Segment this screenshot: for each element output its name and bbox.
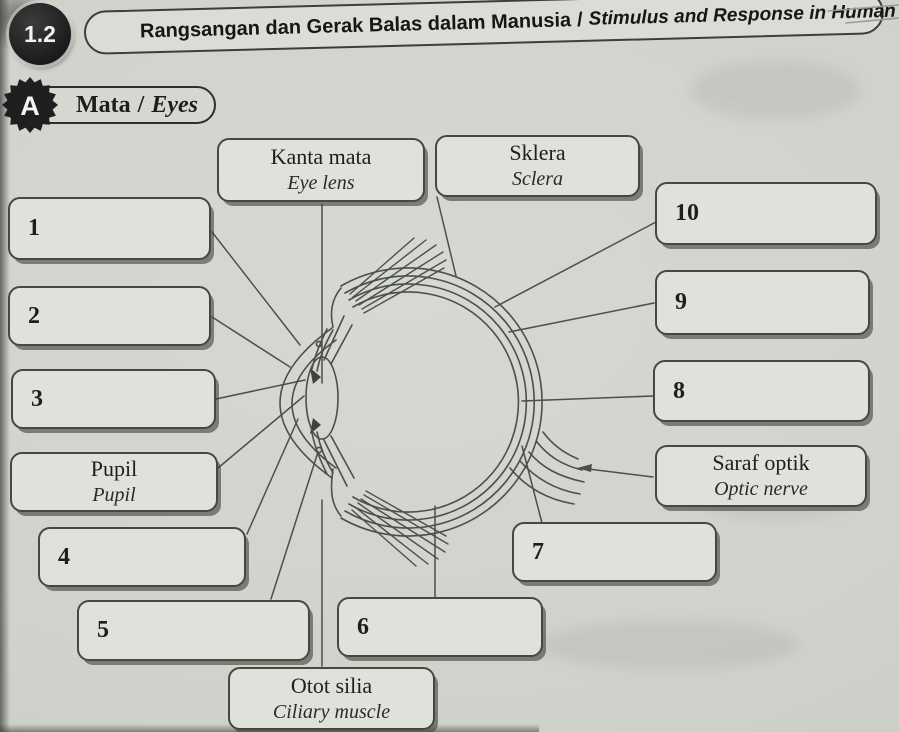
- iris-lower-flap: [311, 431, 334, 475]
- label-ciliary-muscle-english: Ciliary muscle: [272, 700, 391, 723]
- answer-box-2[interactable]: 2: [8, 286, 211, 346]
- leader-line-1: [211, 231, 301, 346]
- ciliary-muscle-fan-bottom: [351, 490, 449, 567]
- answer-box-6-number: 6: [357, 613, 369, 640]
- answer-box-4-number: 4: [58, 543, 70, 570]
- answer-box-5-number: 5: [97, 617, 109, 643]
- answer-box-10[interactable]: 10: [655, 182, 877, 245]
- answer-box-9-number: 9: [675, 289, 687, 315]
- label-ciliary-muscle-malay: Otot silia: [290, 672, 373, 698]
- answer-box-7[interactable]: 7: [512, 522, 717, 582]
- answer-box-6[interactable]: 6: [337, 597, 543, 657]
- label-pupil-english: Pupil: [92, 484, 136, 506]
- leader-line-7: [521, 445, 543, 524]
- answer-box-3[interactable]: 3: [11, 369, 216, 429]
- label-sclera-malay: Sklera: [509, 140, 566, 165]
- answer-box-4[interactable]: 4: [38, 527, 246, 587]
- nerve-fiber: [542, 431, 579, 460]
- nerve-fiber: [509, 467, 575, 505]
- cornea: [279, 287, 342, 517]
- suspensory-ligaments: [323, 315, 355, 487]
- conjunctiva-fold-top: [330, 287, 342, 328]
- leader-line-optic-nerve: [579, 467, 654, 478]
- section-title-malay: Mata: [76, 91, 131, 118]
- leader-line-9: [508, 302, 655, 333]
- sclera-ring: [340, 267, 543, 537]
- leader-line-5: [270, 451, 319, 600]
- page-crease-lines: [827, 4, 899, 24]
- unit-number-badge: 1.2: [9, 3, 71, 65]
- nerve-fiber: [536, 441, 583, 471]
- eyeball-rings: [340, 267, 543, 537]
- optic-nerve-arrowhead: [577, 464, 592, 472]
- leader-line-4: [246, 418, 299, 535]
- leader-lines: [211, 196, 657, 667]
- answer-box-7-number: 7: [532, 538, 544, 565]
- answer-box-1[interactable]: 1: [8, 197, 211, 260]
- label-box-eye-lens: Kanta mata Eye lens: [217, 138, 425, 202]
- answer-box-5[interactable]: 5: [77, 600, 310, 661]
- ligaments-top: [323, 315, 353, 365]
- nerve-fiber: [519, 460, 581, 495]
- leader-line-3: [215, 379, 306, 400]
- choroid-ring: [344, 275, 535, 529]
- cornea-outer-arc: [279, 327, 333, 479]
- optic-nerve-bundle: [509, 431, 585, 505]
- answer-box-9[interactable]: 9: [655, 270, 870, 335]
- label-eye-lens-english: Eye lens: [287, 172, 355, 194]
- label-optic-nerve-english: Optic nerve: [714, 478, 808, 500]
- label-pupil-malay: Pupil: [90, 456, 138, 481]
- label-box-sclera: Sklera Sclera: [435, 135, 640, 197]
- retina-ring: [348, 283, 528, 521]
- leader-line-8: [521, 395, 654, 402]
- section-letter: A: [20, 91, 40, 121]
- label-box-optic-nerve: Saraf optik Optic nerve: [655, 445, 867, 507]
- label-sclera-english: Sclera: [511, 168, 564, 190]
- conjunctiva-fold-bottom: [330, 468, 342, 517]
- inner-ring: [352, 291, 520, 513]
- ciliary-muscle-fan-top: [349, 237, 447, 314]
- answer-box-2-number: 2: [28, 302, 40, 329]
- leader-line-10: [494, 221, 657, 308]
- label-box-ciliary-muscle: Otot silia Ciliary muscle: [228, 667, 435, 730]
- section-title-english: Eyes: [151, 91, 198, 118]
- answer-box-10-number: 10: [675, 200, 699, 226]
- section-title-separator: /: [137, 91, 145, 118]
- answer-box-3-number: 3: [31, 385, 43, 412]
- leader-line-pupil: [217, 395, 305, 469]
- answer-box-8-number: 8: [673, 377, 685, 404]
- label-box-pupil: Pupil Pupil: [10, 452, 218, 512]
- starburst-shape: [2, 77, 58, 133]
- label-eye-lens-malay: Kanta mata: [270, 144, 372, 169]
- leader-line-2: [211, 316, 291, 368]
- ligaments-bottom: [323, 435, 355, 487]
- nerve-fiber: [528, 451, 585, 483]
- iris-tip-bottom: [310, 418, 321, 434]
- leader-line-sclera: [436, 196, 457, 277]
- iris-tip-top: [310, 368, 321, 384]
- answer-box-8[interactable]: 8: [653, 360, 870, 422]
- answer-box-1-number: 1: [28, 215, 40, 241]
- section-letter-badge: A: [2, 77, 58, 133]
- label-optic-nerve-malay: Saraf optik: [712, 450, 810, 475]
- unit-number: 1.2: [24, 20, 56, 47]
